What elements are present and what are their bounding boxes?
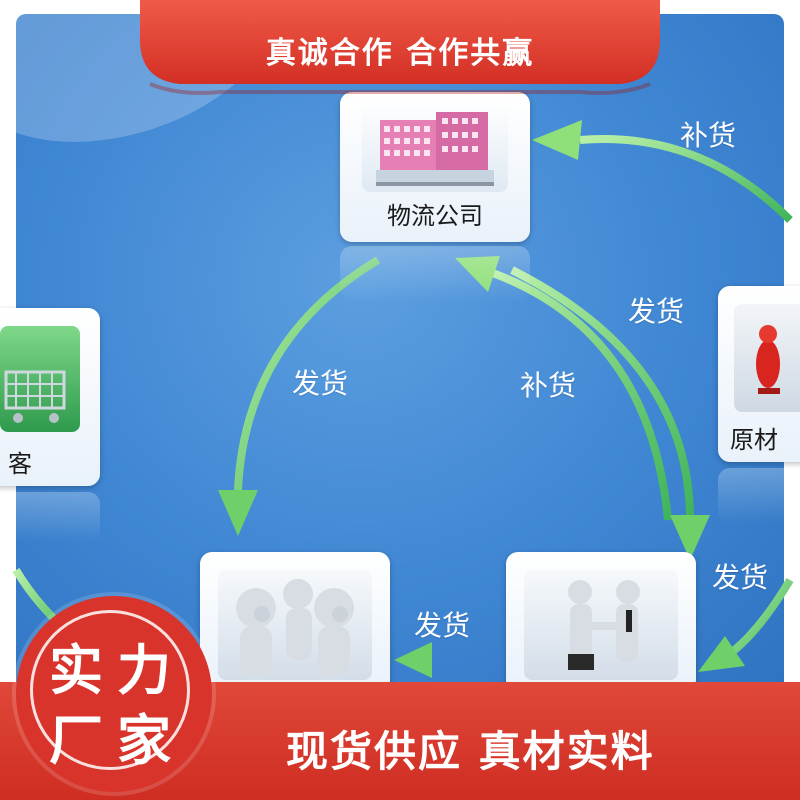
- arrow-label-restock-middle: 补货: [520, 369, 577, 402]
- raw-material-reflection: [718, 468, 800, 524]
- handshake-icon: [568, 580, 640, 670]
- badge-ring: [30, 610, 190, 770]
- customer-reflection: [0, 492, 100, 542]
- badge-line-2: 厂家: [49, 709, 185, 772]
- building-image: [362, 100, 508, 192]
- footer-slogan: 现货供应 真材实料: [286, 727, 655, 776]
- arrow-label-ship-right-lower: 发货: [712, 561, 769, 594]
- logistics-company-node: 物流公司: [340, 92, 530, 242]
- cart-image: [0, 326, 80, 432]
- arrow-label-ship-left-arc: 发货: [292, 367, 349, 400]
- arrowhead-ship-right-upper: [670, 515, 710, 560]
- arrowhead-ship-bottom: [394, 642, 432, 678]
- logistics-node-reflection: [340, 246, 530, 302]
- figure-icon: [756, 325, 780, 394]
- handshake-image: [524, 570, 678, 680]
- raw-material-label: 原材: [730, 426, 778, 454]
- arrow-label-restock-top: 补货: [680, 119, 737, 152]
- arrowhead-ship-left: [218, 490, 258, 536]
- raw-material-image: [734, 304, 800, 412]
- arrow-ship-right-upper: [510, 266, 694, 521]
- logistics-company-label: 物流公司: [387, 202, 483, 230]
- partners-node: [506, 552, 696, 692]
- arrow-ship-right-lower: [729, 577, 794, 656]
- customer-node: 客: [0, 308, 100, 486]
- team-node: [200, 552, 390, 692]
- top-banner-shape: [140, 0, 660, 95]
- arrowhead-restock-top: [532, 120, 582, 160]
- badge-line-1: 实力: [49, 639, 185, 702]
- team-image: [218, 570, 372, 680]
- customer-label: 客: [8, 450, 32, 478]
- banner-title: 真诚合作 合作共赢: [265, 36, 535, 71]
- arrow-restock-top: [579, 135, 793, 223]
- arrowhead-restock-middle: [455, 256, 500, 292]
- arrowhead-ship-right-lower: [698, 636, 745, 672]
- raw-material-node: 原材: [718, 286, 800, 462]
- shopping-cart-icon: [4, 370, 66, 423]
- building-icon: [376, 112, 494, 186]
- arrow-label-ship-bottom: 发货: [414, 609, 471, 642]
- arrow-ship-left: [234, 256, 381, 491]
- arrow-restock-middle: [488, 268, 672, 521]
- people-icon: [236, 579, 354, 676]
- arrow-label-ship-right-upper: 发货: [628, 295, 685, 328]
